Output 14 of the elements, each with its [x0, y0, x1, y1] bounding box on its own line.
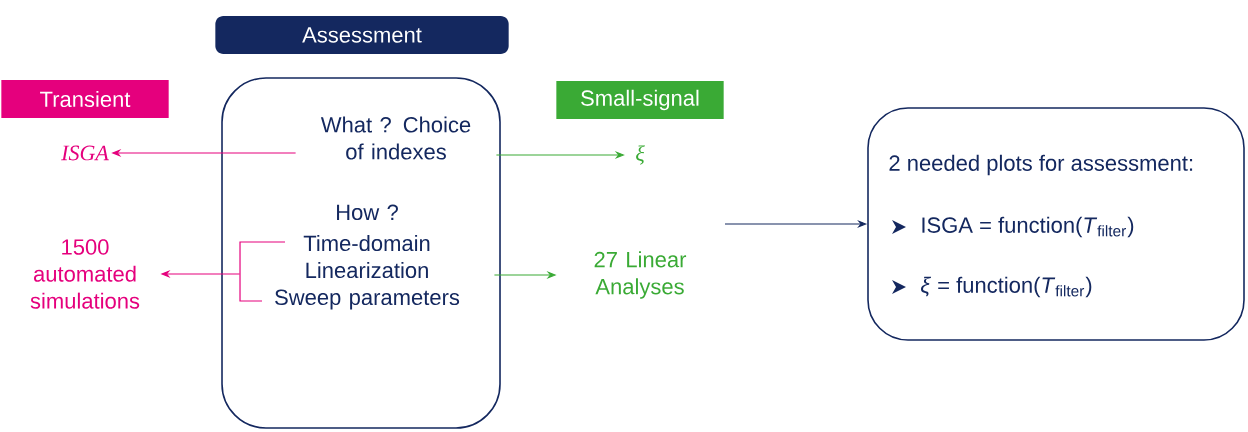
category-box: Transient [1, 80, 169, 118]
result-text: 1500 automated simulations [30, 239, 140, 309]
formula-text: ξ = function(T$_{filter}$) [921, 276, 1092, 298]
method-list: How ? Time-domain Linearization Sweep parameters [275, 204, 460, 310]
heading-text: 2 needed plots for assessment: [889, 154, 1193, 176]
result-text: 27 Linear Analyses [594, 251, 687, 299]
question-text: What ? Choice of indexes [320, 116, 471, 160]
category-box: Small-signal [556, 81, 724, 119]
plots-panel [867, 107, 1245, 341]
index-symbol: ξ [636, 145, 645, 165]
rounded-panel [221, 77, 501, 429]
index-symbol: ISGA [61, 145, 109, 161]
header-box: Assessment [215, 16, 509, 54]
formula-text: ISGA = function(T$_{filter}$) [922, 216, 1134, 238]
